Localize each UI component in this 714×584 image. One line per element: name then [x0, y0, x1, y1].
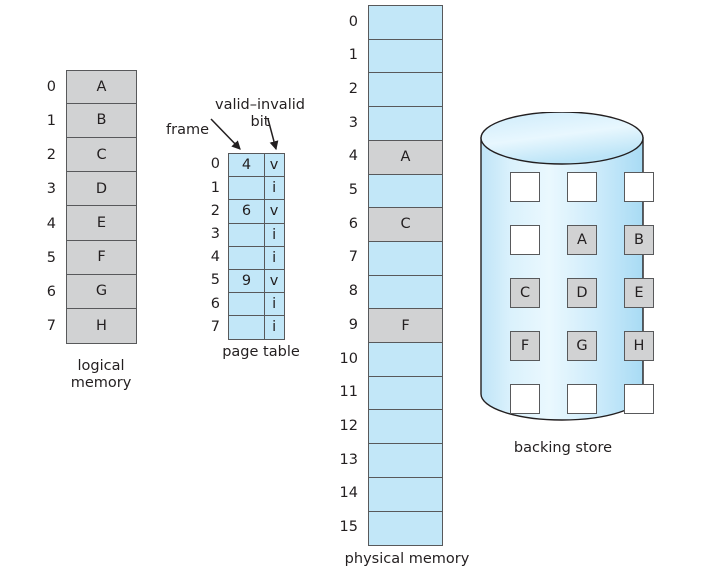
page-table-valid-bit-cell: v: [263, 269, 285, 294]
backing-store-page-empty: [510, 225, 540, 255]
logical-memory-row-index: 6: [46, 284, 56, 301]
physical-memory-frame: [368, 342, 443, 378]
physical-memory-row-index: 3: [348, 114, 358, 131]
physical-memory-frame: [368, 409, 443, 445]
logical-memory-row-index: 5: [46, 249, 56, 266]
physical-memory-frame: [368, 106, 443, 142]
page-table-row-index: 4: [210, 249, 220, 266]
backing-store-page-filled: H: [624, 331, 654, 361]
physical-memory-frame: [368, 5, 443, 41]
physical-memory-row-index: 2: [348, 80, 358, 97]
page-table-frame-cell: [228, 245, 265, 271]
physical-memory-row-index: 6: [348, 215, 358, 232]
physical-memory-row-index: 14: [339, 485, 358, 502]
logical-memory-caption: logical memory: [70, 358, 132, 391]
frame-label: frame: [166, 122, 209, 138]
backing-store-page-empty: [567, 384, 597, 414]
physical-memory-frame: [368, 443, 443, 479]
physical-memory-frame: [368, 72, 443, 108]
physical-memory-row-index: 8: [348, 283, 358, 300]
backing-store-page-filled: B: [624, 225, 654, 255]
physical-memory-frame: [368, 38, 443, 74]
physical-memory-frame: [368, 274, 443, 310]
physical-memory-row-index: 0: [348, 13, 358, 30]
physical-memory-frame: F: [368, 308, 443, 344]
physical-memory-caption: physical memory: [344, 551, 470, 567]
logical-memory-cell: H: [66, 308, 137, 344]
backing-store-page-empty: [510, 172, 540, 202]
backing-store-page-empty: [624, 172, 654, 202]
physical-memory-row-index: 5: [348, 182, 358, 199]
page-table-valid-bit-cell: i: [263, 315, 285, 340]
logical-memory-cell: B: [66, 102, 137, 139]
physical-memory-row-index: 10: [339, 350, 358, 367]
page-table-row-index: 7: [210, 318, 220, 335]
physical-memory-frame: [368, 375, 443, 411]
physical-memory-frame: [368, 240, 443, 276]
logical-memory-row-index: 4: [46, 215, 56, 232]
backing-store-page-filled: E: [624, 278, 654, 308]
page-table-row-index: 1: [210, 179, 220, 196]
physical-memory-row-index: 1: [348, 47, 358, 64]
physical-memory-row-index: 4: [348, 148, 358, 165]
backing-store-page-empty: [624, 384, 654, 414]
physical-memory-frame: [368, 510, 443, 546]
physical-memory-frame: A: [368, 139, 443, 175]
logical-memory-row-index: 1: [46, 113, 56, 130]
page-table-row-index: 6: [210, 295, 220, 312]
physical-memory-frame: [368, 476, 443, 512]
page-table-row-index: 5: [210, 272, 220, 289]
logical-memory-cell: C: [66, 137, 137, 173]
physical-memory-row-index: 13: [339, 451, 358, 468]
page-table-row-index: 3: [210, 225, 220, 242]
logical-memory-row-index: 2: [46, 147, 56, 164]
logical-memory-cell: F: [66, 239, 137, 276]
logical-memory-cell: D: [66, 171, 137, 207]
valid-invalid-bit-label: valid–invalid bit: [215, 97, 305, 130]
physical-memory-frame: C: [368, 207, 443, 243]
physical-memory-row-index: 9: [348, 316, 358, 333]
physical-memory-row-index: 11: [339, 384, 358, 401]
backing-store-page-filled: D: [567, 278, 597, 308]
backing-store-page-empty: [510, 384, 540, 414]
physical-memory-frame: [368, 173, 443, 209]
backing-store-page-empty: [567, 172, 597, 202]
backing-store-caption: backing store: [513, 440, 613, 456]
physical-memory-row-index: 7: [348, 249, 358, 266]
page-table-caption: page table: [222, 344, 300, 360]
logical-memory-row-index: 7: [46, 318, 56, 335]
logical-memory-cell: G: [66, 273, 137, 310]
page-table-row-index: 0: [210, 156, 220, 173]
physical-memory-row-index: 15: [339, 519, 358, 536]
backing-store-page-filled: F: [510, 331, 540, 361]
logical-memory-row-index: 3: [46, 181, 56, 198]
page-table-frame-cell: [228, 176, 265, 201]
backing-store-page-filled: C: [510, 278, 540, 308]
page-table-valid-bit-cell: i: [263, 176, 285, 201]
page-table-row-index: 2: [210, 202, 220, 219]
backing-store-page-filled: G: [567, 331, 597, 361]
backing-store-page-filled: A: [567, 225, 597, 255]
page-table-valid-bit-cell: i: [263, 222, 285, 248]
physical-memory-row-index: 12: [339, 417, 358, 434]
logical-memory-row-index: 0: [46, 78, 56, 95]
